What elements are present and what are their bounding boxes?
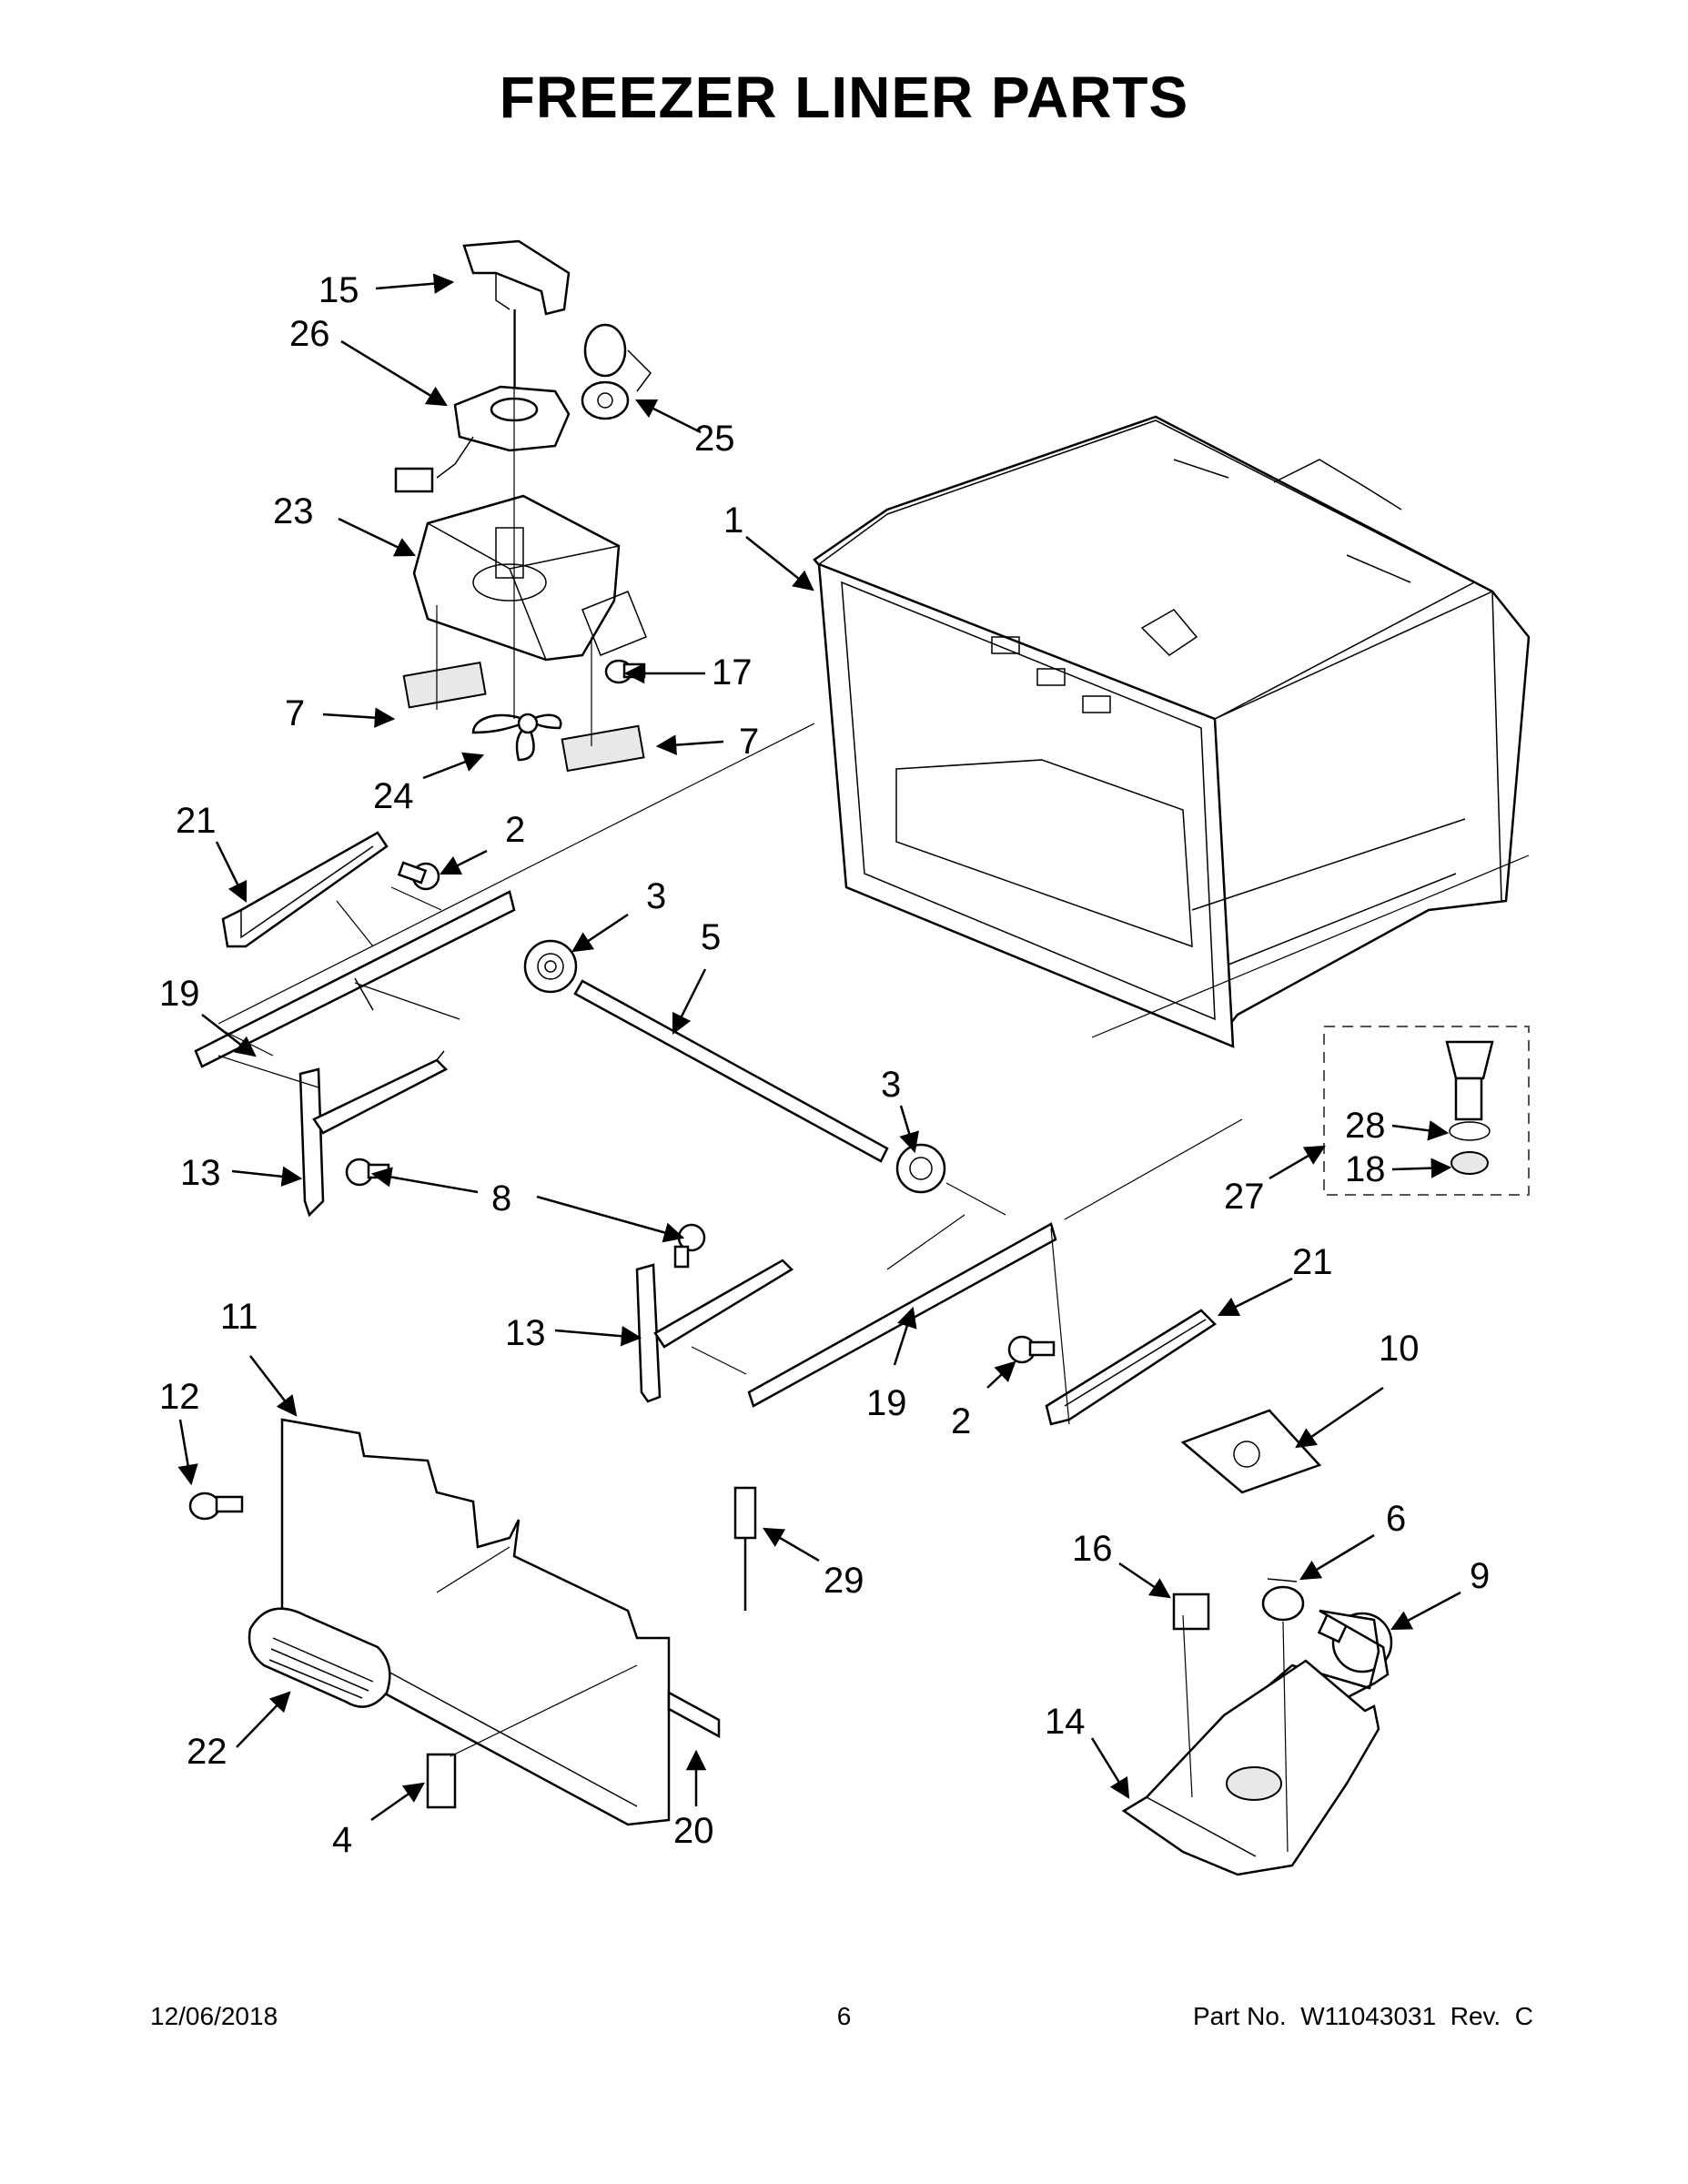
part-5-shaft-drawing	[573, 979, 889, 1163]
callout-22: 22	[187, 1732, 227, 1772]
callout-2-left: 2	[505, 810, 525, 850]
callout-19-right: 19	[866, 1383, 907, 1423]
part-4-clip-drawing	[426, 1753, 457, 1809]
callout-7-right: 7	[739, 722, 759, 762]
assembly-guide-lines	[217, 309, 1530, 1853]
callout-20: 20	[673, 1811, 714, 1851]
page-title: FREEZER LINER PARTS	[499, 65, 1189, 130]
callout-24: 24	[373, 776, 414, 816]
callout-3-left: 3	[646, 876, 666, 916]
part-7-foam-pad-right-drawing	[561, 724, 645, 773]
callout-21-right: 21	[1292, 1242, 1333, 1282]
part-25-motor-mount-drawing	[581, 323, 652, 420]
part-2-screw-left-drawing	[397, 861, 440, 891]
part-19-rail-right-drawing	[747, 1222, 1057, 1408]
callout-17: 17	[712, 652, 753, 693]
footer-date: 12/06/2018	[150, 2002, 278, 2030]
callout-3-right: 3	[881, 1065, 901, 1105]
callout-25: 25	[694, 419, 735, 459]
part-26-fan-motor-drawing	[394, 385, 571, 493]
callout-1: 1	[723, 500, 743, 541]
callout-27: 27	[1224, 1177, 1265, 1217]
callout-8: 8	[491, 1178, 511, 1218]
callout-5: 5	[701, 917, 721, 957]
callout-10: 10	[1379, 1329, 1420, 1369]
part-15-bracket-drawing	[462, 239, 571, 400]
callout-23: 23	[273, 491, 314, 531]
part-8-screw-drawing	[345, 1158, 706, 1269]
callout-16: 16	[1072, 1529, 1113, 1569]
part-10-label-drawing	[1180, 1409, 1322, 1494]
callout-7-left: 7	[285, 693, 305, 733]
callout-14: 14	[1045, 1702, 1086, 1742]
part-13-slide-right-drawing	[635, 1259, 794, 1403]
part-2-screw-right-drawing	[1007, 1335, 1056, 1364]
part-21-slide-bracket-right-drawing	[1045, 1309, 1217, 1426]
part-11-rear-panel-drawing	[280, 1418, 671, 1826]
leader-arrows	[177, 273, 1461, 1822]
callout-12: 12	[159, 1377, 200, 1417]
callout-28: 28	[1345, 1106, 1386, 1146]
callout-13-left: 13	[180, 1153, 221, 1193]
part-7-foam-pad-left-drawing	[402, 661, 487, 709]
footer-part-number: Part No. W11043031 Rev. C	[1192, 2002, 1533, 2030]
part-6-lamp-socket-drawing	[1261, 1578, 1305, 1622]
part-24-fan-blade-drawing	[471, 713, 562, 762]
callout-29: 29	[824, 1561, 864, 1601]
part-14-light-housing-drawing	[1121, 1609, 1390, 1876]
callout-11: 11	[220, 1297, 258, 1337]
part-17-screw-drawing	[604, 659, 646, 684]
callout-13-right: 13	[505, 1313, 546, 1353]
freezer-liner-drawing	[813, 415, 1531, 1048]
part-3-gear-right-drawing	[895, 1143, 946, 1194]
callout-26: 26	[289, 314, 330, 354]
callout-19-left: 19	[159, 974, 200, 1014]
part-22-vent-grille-drawing	[248, 1607, 391, 1708]
part-20-foam-strip-drawing	[667, 1690, 721, 1739]
callout-4: 4	[332, 1820, 352, 1860]
callout-2-right: 2	[951, 1401, 971, 1441]
part-27-drain-kit-drawing	[1323, 1026, 1530, 1196]
callout-21-left: 21	[176, 801, 217, 841]
part-16-switch-drawing	[1172, 1592, 1210, 1631]
part-13-slide-left-drawing	[298, 1050, 449, 1218]
part-12-screw-drawing	[188, 1491, 244, 1521]
footer-page-number: 6	[836, 2002, 852, 2030]
part-3-gear-left-drawing	[523, 939, 578, 994]
callout-15: 15	[318, 270, 359, 310]
callout-18: 18	[1345, 1149, 1386, 1189]
part-23-fan-housing-drawing	[412, 494, 647, 662]
callout-6: 6	[1386, 1499, 1406, 1539]
part-21-slide-bracket-left-drawing	[221, 831, 389, 948]
part-29-sensor-drawing	[733, 1486, 757, 1611]
callout-9: 9	[1470, 1556, 1490, 1596]
